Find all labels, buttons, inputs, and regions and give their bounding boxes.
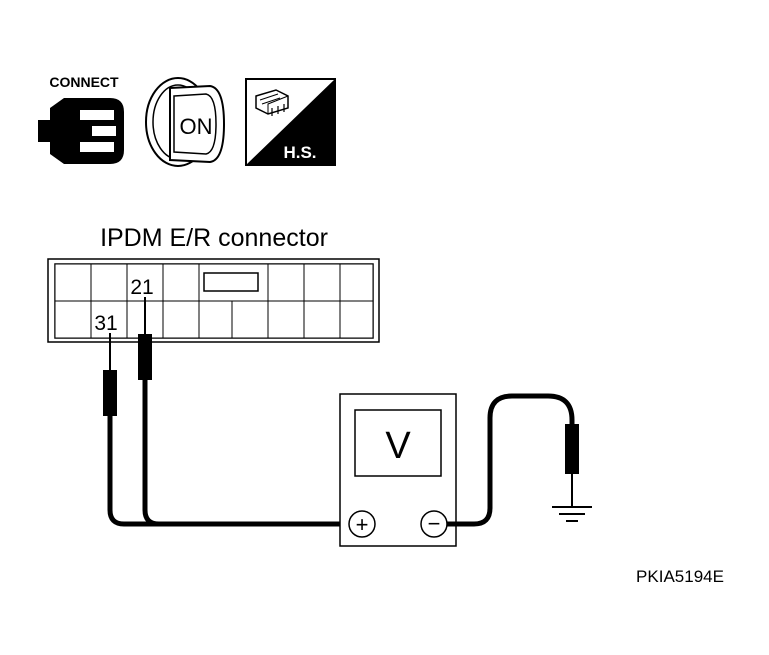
connector-lock-tab	[203, 272, 259, 292]
ground-symbol-icon	[552, 506, 592, 522]
pin-21-label: 21	[130, 276, 153, 299]
ignition-on-label: ON	[180, 114, 213, 139]
voltmeter-label: V	[385, 425, 411, 467]
connector-cavity	[339, 300, 374, 339]
connector-title: IPDM E/R connector	[100, 224, 328, 252]
connector-cavity	[303, 300, 341, 339]
connector-cavity	[267, 300, 305, 339]
connect-icon: CONNECT	[38, 74, 124, 164]
minus-terminal-label: −	[428, 511, 441, 536]
voltmeter-display	[354, 409, 442, 477]
probe-pin-31	[103, 333, 350, 527]
connector-cavity	[54, 263, 92, 302]
connector-cavity	[339, 263, 374, 302]
connect-label: CONNECT	[49, 74, 119, 90]
connector-cavity	[90, 300, 128, 339]
figure-id: PKIA5194E	[636, 567, 724, 586]
connector-cavity	[198, 300, 233, 339]
plus-terminal-label: +	[356, 512, 369, 537]
connector-cavity	[162, 300, 200, 339]
ground-lead	[447, 393, 579, 527]
connector-cavity	[162, 263, 200, 302]
connector-cavity	[231, 300, 269, 339]
harness-side-label: H.S.	[283, 143, 316, 162]
probe-pin-21	[138, 297, 160, 527]
voltmeter: V + −	[339, 393, 457, 547]
ignition-on-icon: ON	[145, 77, 226, 167]
connector-cavity	[267, 263, 305, 302]
connector-cavity	[303, 263, 341, 302]
plus-terminal	[348, 510, 376, 538]
ipdm-connector: 21 31	[47, 258, 380, 343]
pin-31-label: 31	[94, 312, 117, 335]
harness-side-icon: H.S.	[245, 78, 336, 166]
connector-cavity	[90, 263, 128, 302]
connector-cavity	[54, 300, 92, 339]
